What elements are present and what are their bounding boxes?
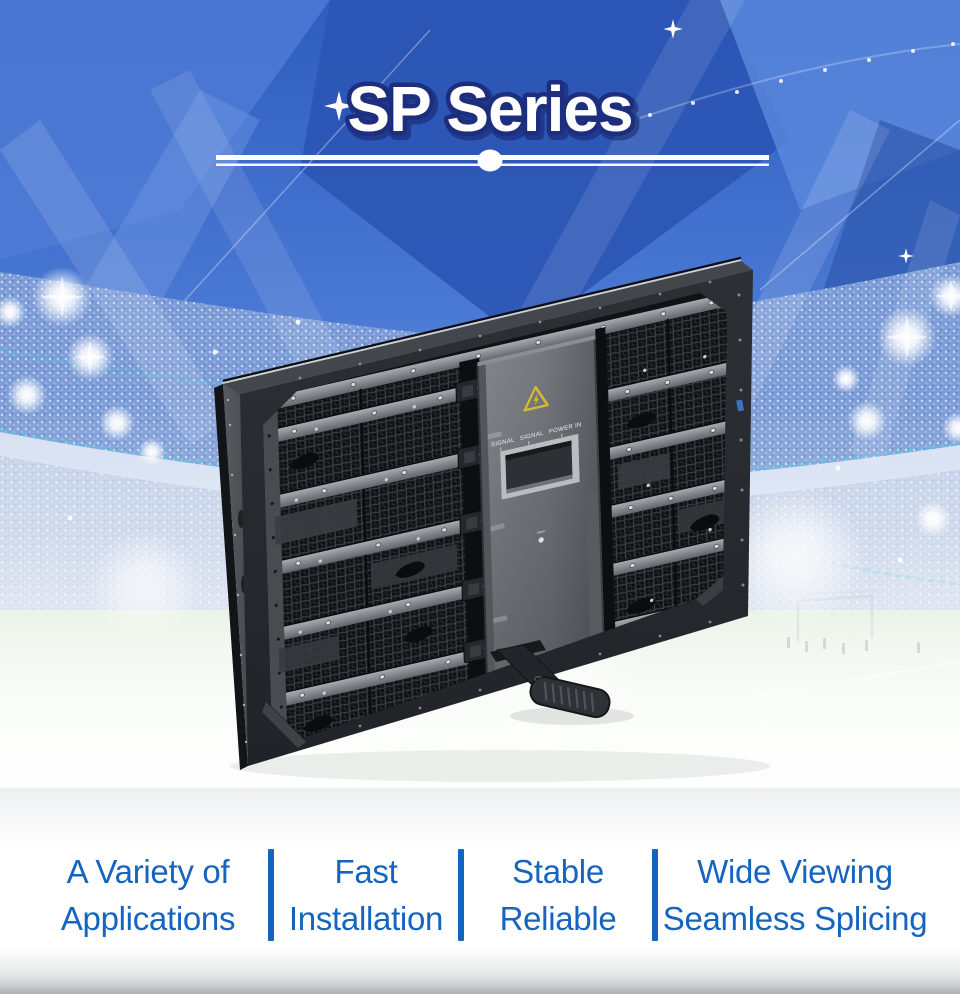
footer-top-wash [0,788,960,848]
feature-line: A Variety of [66,853,230,890]
blue-clip [736,399,744,412]
feature-line: Applications [60,900,236,937]
bottom-edge-shadow [0,948,960,994]
feature-line: Stable [512,853,604,890]
feature-divider [652,849,658,941]
led-cabinet: SIGNAL SIGNAL POWER IN [214,256,770,782]
feature-line: Fast [334,853,398,890]
feature-line: Wide Viewing [697,853,893,890]
feature-line: Installation [288,900,444,937]
page-title-shadow: SP Series [350,76,635,148]
sky-shards [0,0,960,351]
feature-line: Reliable [499,900,617,937]
sparkle-icon [324,19,914,264]
cabinet-top-face [223,261,753,394]
page-title: SP Series [347,73,632,145]
title-divider [216,149,769,172]
feature-divider [268,849,274,941]
feature-divider [458,849,464,941]
feature-wide-viewing: Wide Viewing Seamless Splicing [658,848,932,942]
roof-lights [639,42,960,119]
feature-strip: A Variety of Applications Fast Installat… [0,800,960,994]
feature-variety-applications: A Variety of Applications [28,848,268,942]
divider-dot [477,149,503,172]
feature-fast-installation: Fast Installation [274,848,458,942]
high-voltage-triangle-icon [523,385,549,412]
signal-label-1: SIGNAL [491,437,515,448]
control-box: SIGNAL SIGNAL POWER IN [476,335,606,683]
handle-recess [500,433,580,500]
feature-line: Seamless Splicing [662,900,928,937]
feature-stable-reliable: Stable Reliable [464,848,652,942]
signal-label-2: SIGNAL [520,431,544,442]
kickstand [490,640,611,719]
